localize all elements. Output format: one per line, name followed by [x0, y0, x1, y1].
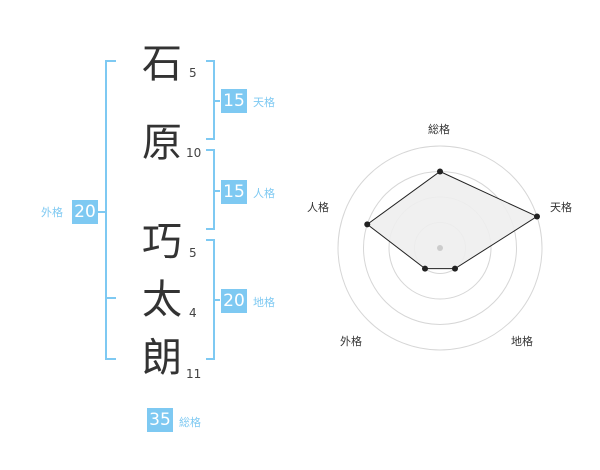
radar-data-polygon [366, 170, 539, 270]
radar-center-dot [437, 245, 443, 251]
tenkaku-value: 15 [221, 89, 247, 113]
stroke-count-1: 5 [189, 66, 197, 80]
jinkaku-label: 人格 [253, 187, 275, 200]
stroke-count-3: 5 [189, 246, 197, 260]
radar-point-4 [422, 265, 429, 272]
radar-point-5 [364, 221, 371, 228]
radar-point-3 [451, 265, 458, 272]
radar-axis-label-tenkaku: 天格 [550, 201, 572, 214]
radar-axis-label-chikaku: 地格 [511, 335, 533, 348]
name-char-4: 太 [142, 277, 182, 323]
name-char-3: 巧 [142, 219, 182, 265]
soukaku-label: 総格 [179, 416, 201, 429]
gaikaku-bracket [105, 60, 116, 360]
tenkaku-label: 天格 [253, 96, 275, 109]
radar-point-2 [534, 213, 541, 220]
chikaku-value: 20 [221, 289, 247, 313]
chikaku-label: 地格 [253, 296, 275, 309]
radar-point-1 [437, 168, 443, 175]
name-char-1: 石 [142, 41, 182, 87]
soukaku-value: 35 [147, 408, 173, 432]
gaikaku-label: 外格 [41, 206, 63, 219]
jinkaku-bracket [206, 149, 215, 230]
radar-axis-label-jinkaku: 人格 [307, 201, 329, 214]
radar-axis-label-soukaku: 総格 [428, 123, 450, 136]
gaikaku-value: 20 [72, 200, 98, 224]
stroke-count-4: 4 [189, 306, 197, 320]
name-char-2: 原 [142, 120, 182, 166]
name-char-5: 朗 [142, 335, 182, 381]
jinkaku-value: 15 [221, 180, 247, 204]
stroke-count-5: 11 [186, 367, 202, 381]
stroke-count-2: 10 [186, 146, 202, 160]
radar-axis-label-gaikaku: 外格 [340, 335, 362, 348]
radar-ring-4 [337, 145, 543, 351]
